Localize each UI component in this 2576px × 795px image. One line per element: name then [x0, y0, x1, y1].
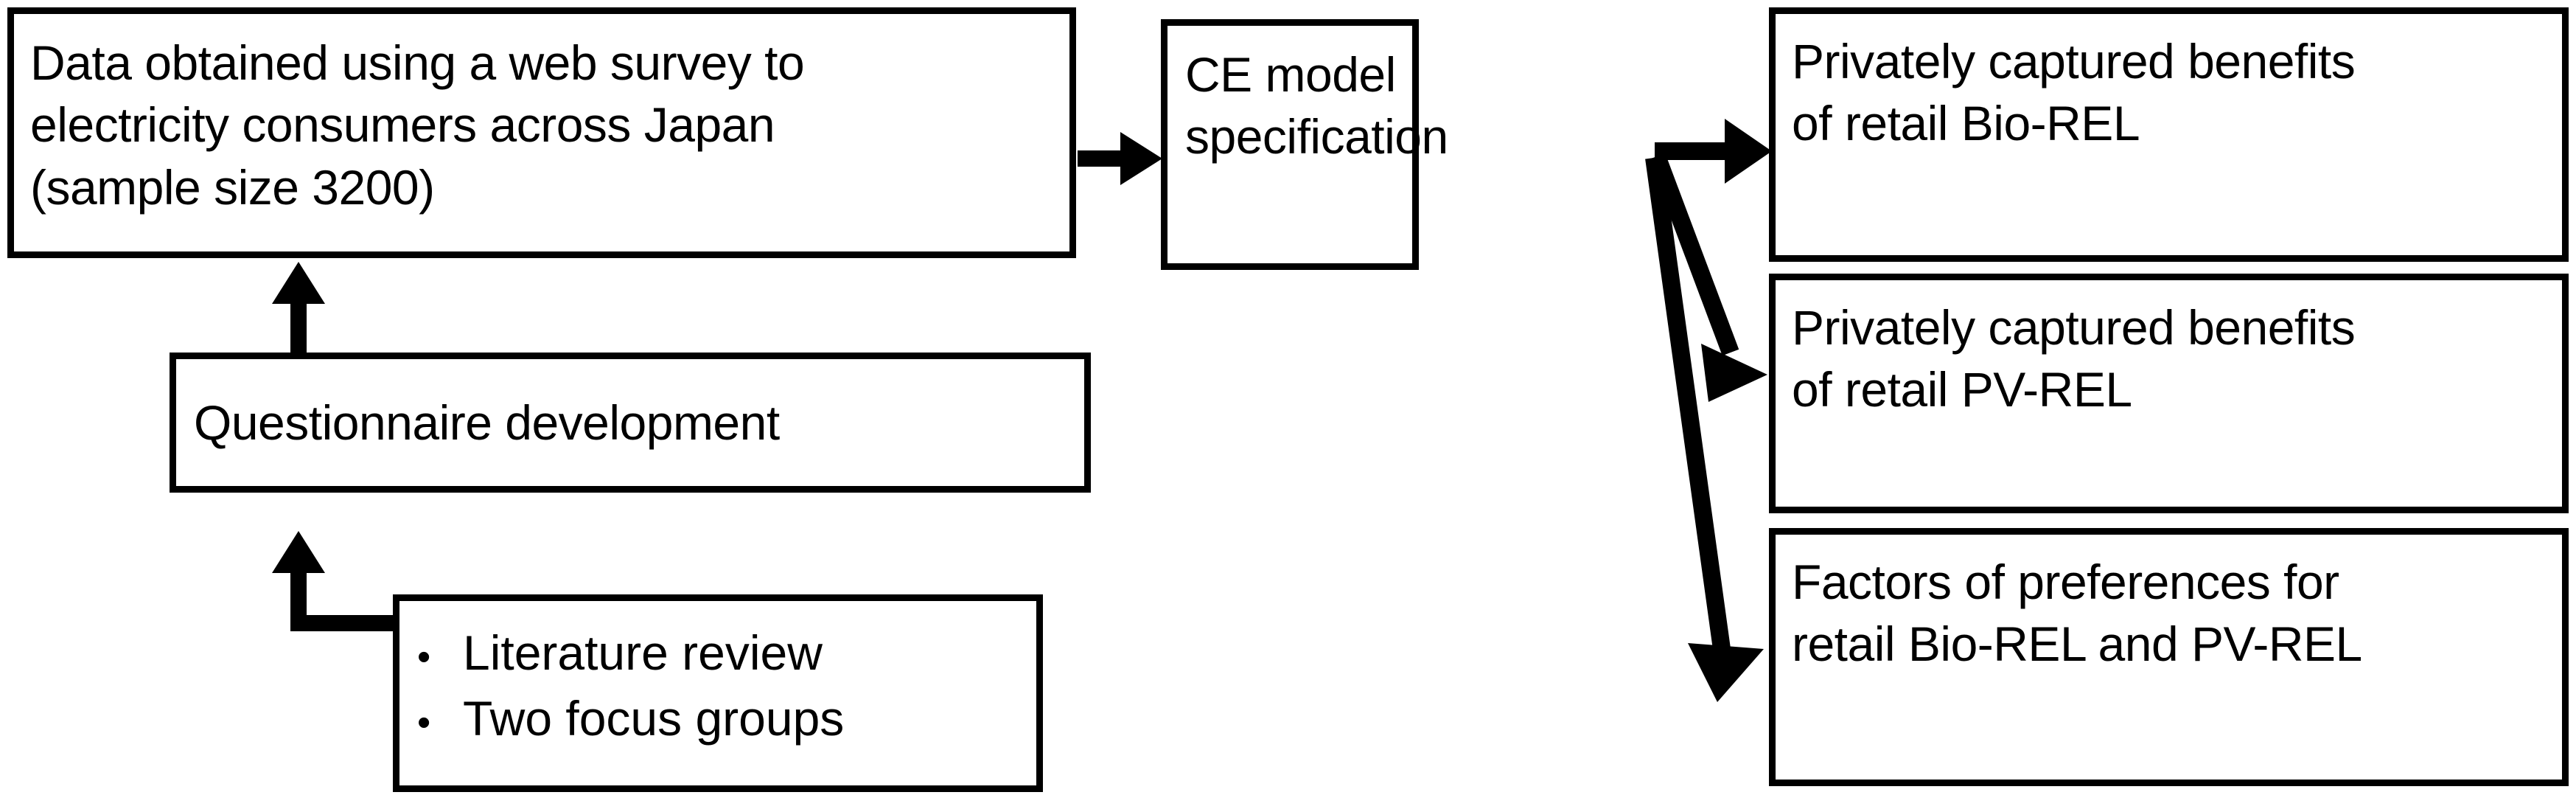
list-item: • Literature review: [417, 620, 1022, 686]
box-pv-rel-benefits-text: Privately captured benefits of retail PV…: [1792, 300, 2356, 417]
box-questionnaire-development: Questionnaire development: [170, 353, 1091, 493]
arrow-ce-model-to-pv-rel: [1648, 153, 1767, 402]
arrow-questionnaire-to-survey: [272, 262, 325, 353]
box-preference-factors-text: Factors of preferences for retail Bio-RE…: [1792, 555, 2362, 672]
box-pv-rel-benefits: Privately captured benefits of retail PV…: [1769, 274, 2569, 513]
box-questionnaire-development-text: Questionnaire development: [194, 395, 780, 450]
arrow-ce-model-to-bio-rel: [1655, 119, 1772, 184]
input-sources-list: • Literature review • Two focus groups: [417, 620, 1022, 751]
box-ce-model-specification: CE model specification: [1161, 19, 1448, 270]
list-item: • Two focus groups: [417, 686, 1022, 751]
bullet-icon: •: [417, 701, 431, 745]
arrow-sources-to-questionnaire: [272, 531, 398, 631]
arrow-survey-to-ce-model: [1078, 132, 1162, 185]
box-input-sources: • Literature review • Two focus groups: [393, 594, 1043, 792]
list-item-label: Literature review: [463, 625, 823, 680]
box-ce-model-specification-text: CE model specification: [1185, 47, 1448, 164]
box-survey-data-text: Data obtained using a web survey to elec…: [30, 35, 805, 215]
box-survey-data: Data obtained using a web survey to elec…: [7, 7, 1076, 258]
bullet-icon: •: [417, 636, 431, 678]
box-bio-rel-benefits: Privately captured benefits of retail Bi…: [1769, 7, 2569, 262]
list-item-label: Two focus groups: [463, 691, 845, 746]
arrow-ce-model-to-factors: [1645, 156, 1764, 702]
box-bio-rel-benefits-text: Privately captured benefits of retail Bi…: [1792, 34, 2356, 151]
box-preference-factors: Factors of preferences for retail Bio-RE…: [1769, 528, 2569, 786]
